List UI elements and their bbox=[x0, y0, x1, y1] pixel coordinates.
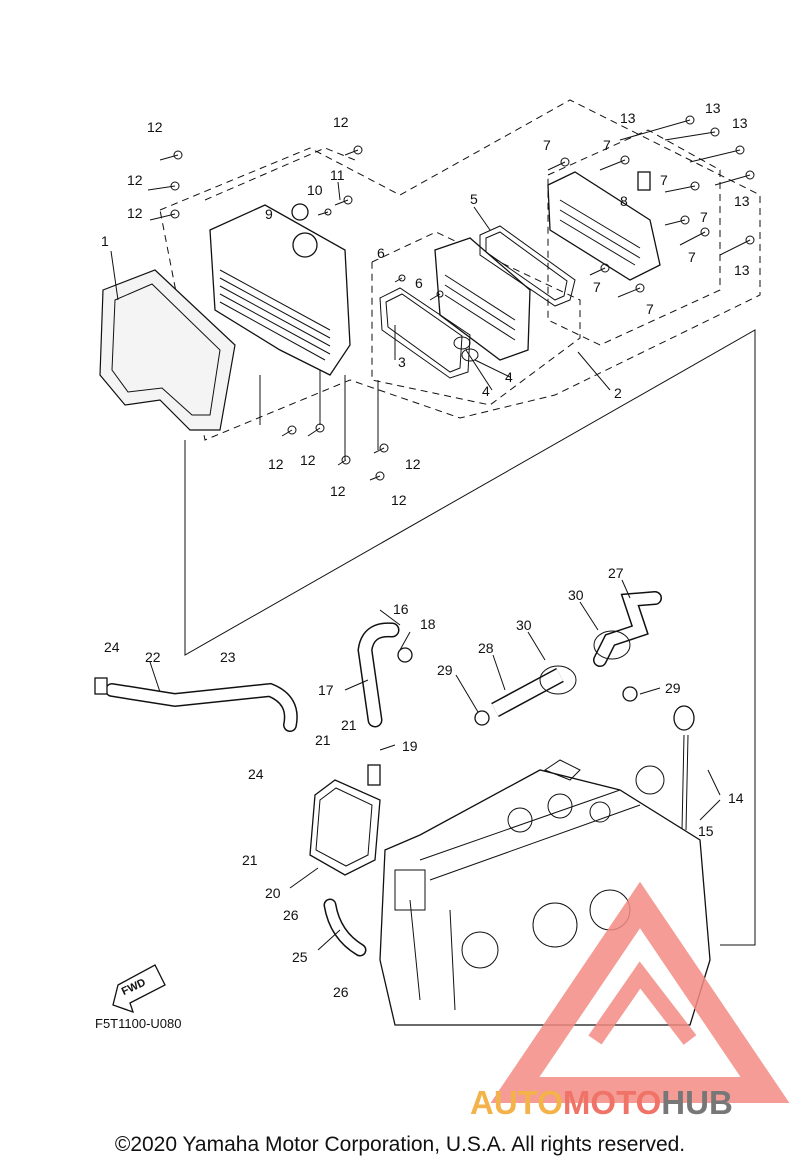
callout-24a: 24 bbox=[104, 639, 120, 655]
callout-11: 11 bbox=[330, 167, 345, 183]
gasket-1 bbox=[99, 269, 236, 431]
dipstick-14 bbox=[670, 705, 696, 864]
callout-23: 23 bbox=[220, 649, 236, 665]
cover-plate bbox=[547, 171, 661, 281]
callout-10: 10 bbox=[307, 182, 323, 198]
callout-13b: 13 bbox=[705, 100, 721, 116]
callout-6a: 6 bbox=[377, 245, 385, 261]
watermark-hub: HUB bbox=[661, 1084, 733, 1121]
callout-30a: 30 bbox=[516, 617, 532, 633]
engine-block bbox=[379, 759, 711, 1026]
callout-6b: 6 bbox=[415, 275, 423, 291]
callout-25: 25 bbox=[292, 949, 308, 965]
callout-26b: 26 bbox=[333, 984, 349, 1000]
gasket-5 bbox=[479, 225, 576, 307]
callout-26a: 26 bbox=[283, 907, 299, 923]
hose-28 bbox=[474, 630, 638, 726]
callout-7g: 7 bbox=[646, 301, 654, 317]
callouts: 1 2 3 4 4 5 6 6 7 7 7 7 7 7 7 8 9 10 11 … bbox=[101, 100, 750, 1000]
callout-1: 1 bbox=[101, 233, 109, 249]
hose-25 bbox=[323, 898, 367, 957]
callout-12e: 12 bbox=[268, 456, 284, 472]
callout-5: 5 bbox=[470, 191, 478, 207]
callout-12f: 12 bbox=[300, 452, 316, 468]
callout-7e: 7 bbox=[688, 249, 696, 265]
callout-14: 14 bbox=[728, 790, 744, 806]
svg-text:AUTOMOTOHUB: AUTOMOTOHUB bbox=[470, 1084, 733, 1121]
callout-21c: 21 bbox=[242, 852, 258, 868]
callout-17: 17 bbox=[318, 682, 334, 698]
bolts bbox=[147, 115, 755, 481]
o-rings-4 bbox=[453, 336, 479, 362]
callout-12g: 12 bbox=[330, 483, 346, 499]
callout-13c: 13 bbox=[732, 115, 748, 131]
callout-29b: 29 bbox=[665, 680, 681, 696]
callout-9: 9 bbox=[265, 206, 273, 222]
callout-12h: 12 bbox=[405, 456, 421, 472]
callout-21a: 21 bbox=[341, 717, 357, 733]
watermark-moto: MOTO bbox=[563, 1084, 661, 1121]
callout-4b: 4 bbox=[505, 369, 513, 385]
callout-16: 16 bbox=[393, 601, 409, 617]
callout-13a: 13 bbox=[620, 110, 636, 126]
leader-lines bbox=[110, 181, 721, 951]
callout-13d: 13 bbox=[734, 193, 750, 209]
callout-20: 20 bbox=[265, 885, 281, 901]
callout-15: 15 bbox=[698, 823, 714, 839]
copyright-footer: ©2020 Yamaha Motor Corporation, U.S.A. A… bbox=[114, 1133, 686, 1156]
breather-hose-23 bbox=[94, 677, 298, 732]
callout-7d: 7 bbox=[700, 209, 708, 225]
callout-2: 2 bbox=[614, 385, 622, 401]
callout-3: 3 bbox=[398, 354, 406, 370]
callout-13e: 13 bbox=[734, 262, 750, 278]
parts-diagram: FWD F5T1100-U080 1 2 3 4 4 5 6 6 7 7 7 7… bbox=[94, 99, 790, 1121]
callout-7c: 7 bbox=[660, 172, 668, 188]
callout-12b: 12 bbox=[333, 114, 349, 130]
callout-29a: 29 bbox=[437, 662, 453, 678]
callout-30b: 30 bbox=[568, 587, 584, 603]
callout-24b: 24 bbox=[248, 766, 264, 782]
callout-12a: 12 bbox=[147, 119, 163, 135]
assembly-guide-lines bbox=[159, 99, 761, 946]
gasket-3 bbox=[379, 287, 471, 379]
callout-8: 8 bbox=[620, 193, 628, 209]
callout-7a: 7 bbox=[543, 137, 551, 153]
callout-27: 27 bbox=[608, 565, 624, 581]
callout-22: 22 bbox=[145, 649, 161, 665]
callout-19: 19 bbox=[402, 738, 418, 754]
callout-12i: 12 bbox=[391, 492, 407, 508]
fwd-arrow-icon: FWD bbox=[112, 964, 166, 1014]
oil-separator-20 bbox=[309, 764, 381, 876]
hose-27 bbox=[593, 591, 662, 667]
callout-18: 18 bbox=[420, 616, 436, 632]
callout-12c: 12 bbox=[127, 172, 143, 188]
diagram-code: F5T1100-U080 bbox=[95, 1016, 181, 1031]
callout-7f: 7 bbox=[593, 279, 601, 295]
callout-28: 28 bbox=[478, 640, 494, 656]
hose-17 bbox=[357, 622, 413, 728]
watermark-logo: AUTOMOTOHUB bbox=[470, 881, 790, 1121]
callout-4a: 4 bbox=[482, 383, 490, 399]
head-cover bbox=[209, 203, 351, 376]
callout-21b: 21 bbox=[315, 732, 331, 748]
watermark-auto: AUTO bbox=[470, 1084, 563, 1121]
callout-12d: 12 bbox=[127, 205, 143, 221]
callout-7b: 7 bbox=[603, 137, 611, 153]
